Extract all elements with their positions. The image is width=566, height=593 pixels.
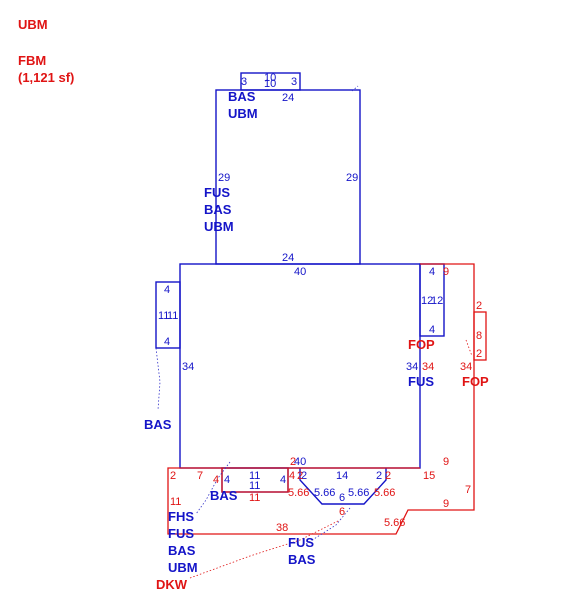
label-mid-ubm: UBM (204, 219, 234, 234)
dim-red-2c: 2 (170, 470, 176, 482)
dim-red-34: 34 (422, 361, 434, 373)
label-right-fus: FUS (408, 374, 434, 389)
dim-red-566b: 5.66 (374, 487, 395, 499)
bottom-bump-red-outline (221, 468, 289, 493)
leader-bottom-stack (195, 461, 231, 515)
label-right-fop-inner: FOP (408, 337, 435, 352)
dim-red-4b: 4 (289, 470, 295, 482)
label-stack-ubm: UBM (168, 560, 198, 575)
dim-red-9c: 9 (443, 498, 449, 510)
dim-upper-top: 24 (282, 92, 294, 104)
dim-left-side-1: 11 (158, 310, 169, 322)
label-mid-bas: BAS (204, 202, 232, 217)
label-stack-fus: FUS (168, 526, 194, 541)
label-bottom-mid-fus: FUS (288, 535, 314, 550)
dim-bottom-4b: 4 (280, 474, 286, 486)
dim-bay-566b: 5.66 (348, 487, 369, 499)
dim-bottom-4a: 4 (224, 474, 230, 486)
dim-red-7a: 7 (465, 484, 471, 496)
dim-bay-14: 14 (336, 470, 348, 482)
dim-right-side-2: 12 (431, 295, 443, 307)
dim-red-9a: 9 (443, 266, 449, 278)
porch-deck-outline (167, 263, 475, 535)
bay-window-outline (299, 468, 387, 505)
dim-red-2a: 2 (476, 300, 482, 312)
dim-red-34b: 34 (460, 361, 472, 373)
dim-bottom-11a: 11 (249, 470, 260, 482)
dim-bay-2a: 2 (301, 470, 307, 482)
legend-area: (1,121 sf) (18, 70, 74, 85)
dim-red-11b: 11 (249, 492, 260, 504)
dim-bay-6: 6 (339, 492, 345, 504)
dim-left-bottom: 4 (164, 336, 170, 348)
leader-left-bas (155, 347, 161, 411)
label-bottom-bas: BAS (210, 488, 238, 503)
dim-upper-right: 29 (346, 172, 358, 184)
dim-red-2b: 2 (476, 348, 482, 360)
left-bump-outline (155, 281, 181, 349)
label-bottom-mid-bas: BAS (288, 552, 316, 567)
dim-top-tab-right: 3 (291, 76, 297, 88)
dim-upper-left: 29 (218, 172, 230, 184)
dim-right-top: 4 (429, 266, 435, 278)
dim-red-6: 6 (339, 506, 345, 518)
dim-red-2f: 2 (385, 470, 391, 482)
dim-main-left: 34 (182, 361, 194, 373)
dim-bay-2b: 2 (376, 470, 382, 482)
dim-red-2e: 2 (297, 470, 303, 482)
legend-line-2: FBM (18, 53, 46, 68)
label-stack-fhs: FHS (168, 509, 194, 524)
dim-red-566a: 5.66 (288, 487, 309, 499)
dim-red-9b: 9 (443, 456, 449, 468)
dim-red-7b: 7 (197, 470, 203, 482)
dim-main-right: 34 (406, 361, 418, 373)
leader-right-fop (465, 339, 473, 357)
dim-bottom-11b: 11 (249, 480, 260, 492)
leader-top (351, 85, 359, 92)
leader-bottom-mid (305, 507, 351, 545)
label-stack-bas: BAS (168, 543, 196, 558)
label-right-fop-outer: FOP (462, 374, 489, 389)
main-section-outline (179, 263, 421, 469)
dim-red-15: 15 (423, 470, 435, 482)
dim-right-side-1: 12 (421, 295, 433, 307)
dim-red-11a: 11 (170, 496, 181, 508)
dim-top-tab-mid: 10 (264, 72, 276, 84)
dim-upper-bottom: 24 (282, 252, 294, 264)
dim-red-566c: 5.66 (384, 517, 405, 529)
dim-main-bottom: 40 (294, 456, 306, 468)
dim-top-tab-mid-2: 10 (264, 78, 276, 90)
label-left-bas: BAS (144, 417, 172, 432)
dim-main-top: 40 (294, 266, 306, 278)
dim-top-tab-left: 3 (241, 76, 247, 88)
dim-left-top: 4 (164, 284, 170, 296)
dim-bay-566a: 5.66 (314, 487, 335, 499)
dim-red-8: 8 (476, 330, 482, 342)
label-upper-bas: BAS (228, 89, 256, 104)
leader-dkw (189, 519, 341, 579)
dim-red-2d: 2 (290, 456, 296, 468)
legend-line-1: UBM (18, 17, 48, 32)
side-step-outline (473, 311, 487, 361)
label-dkw: DKW (156, 577, 188, 592)
label-upper-ubm: UBM (228, 106, 258, 121)
dim-right-bottom: 4 (429, 324, 435, 336)
dim-red-4: 4 (213, 474, 219, 486)
dim-red-38: 38 (276, 522, 288, 534)
label-mid-fus: FUS (204, 185, 230, 200)
dim-left-side-2: 11 (167, 310, 178, 322)
